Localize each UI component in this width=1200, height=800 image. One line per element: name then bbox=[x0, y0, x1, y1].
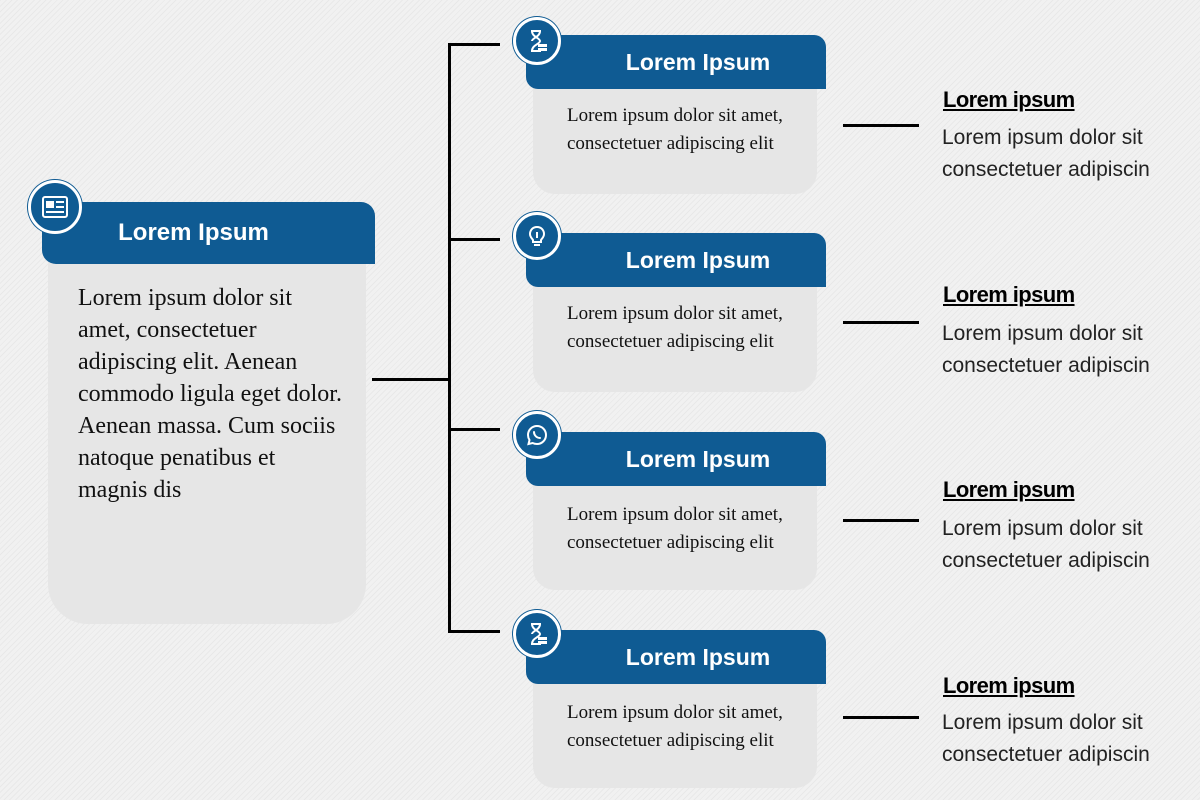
side-text-line: consectetuer adipiscin bbox=[942, 743, 1150, 766]
branch-card-title: Lorem Ipsum bbox=[625, 643, 771, 670]
branch-card-text: Lorem ipsum dolor sit amet, consectetuer… bbox=[567, 105, 783, 154]
branch-card-title: Lorem Ipsum bbox=[625, 48, 771, 75]
branch-card-header: Lorem Ipsum bbox=[526, 233, 826, 287]
side-text-line: consectetuer adipiscin bbox=[942, 354, 1150, 377]
side-text-line: Lorem ipsum dolor sit bbox=[942, 126, 1143, 149]
trunk-line bbox=[448, 43, 451, 633]
main-card bbox=[48, 232, 366, 624]
branch-card bbox=[533, 82, 817, 194]
branch-connector-3 bbox=[448, 428, 500, 431]
side-text-line: Lorem ipsum dolor sit bbox=[942, 517, 1143, 540]
side-connector-4 bbox=[843, 716, 919, 719]
branch-card-title: Lorem Ipsum bbox=[625, 445, 771, 472]
main-card-text: Lorem ipsum dolor sit amet, consectetuer… bbox=[78, 285, 342, 503]
lightbulb-icon bbox=[513, 212, 561, 260]
side-title-1: Lorem ipsum bbox=[943, 87, 1075, 112]
branch-card bbox=[533, 280, 817, 392]
side-text-4: Lorem ipsum dolor sit consectetuer adipi… bbox=[942, 707, 1200, 771]
side-text-1: Lorem ipsum dolor sit consectetuer adipi… bbox=[942, 122, 1200, 186]
branch-card-text: Lorem ipsum dolor sit amet, consectetuer… bbox=[567, 303, 783, 352]
side-text-line: consectetuer adipiscin bbox=[942, 549, 1150, 572]
side-connector-2 bbox=[843, 321, 919, 324]
branch-connector-4 bbox=[448, 630, 500, 633]
side-text-line: consectetuer adipiscin bbox=[942, 158, 1150, 181]
side-text-line: Lorem ipsum dolor sit bbox=[942, 322, 1143, 345]
side-text-2: Lorem ipsum dolor sit consectetuer adipi… bbox=[942, 318, 1200, 382]
side-text-3: Lorem ipsum dolor sit consectetuer adipi… bbox=[942, 513, 1200, 577]
main-card-header: Lorem Ipsum bbox=[42, 202, 375, 264]
hourglass-money-icon bbox=[513, 17, 561, 65]
branch-card-text: Lorem ipsum dolor sit amet, consectetuer… bbox=[567, 504, 783, 553]
branch-card-header: Lorem Ipsum bbox=[526, 35, 826, 89]
side-text-line: Lorem ipsum dolor sit bbox=[942, 711, 1143, 734]
branch-connector-2 bbox=[448, 238, 500, 241]
branch-card-title: Lorem Ipsum bbox=[625, 246, 771, 273]
branch-card-text: Lorem ipsum dolor sit amet, consectetuer… bbox=[567, 702, 783, 751]
branch-connector-1 bbox=[448, 43, 500, 46]
hourglass-money-icon bbox=[513, 610, 561, 658]
branch-card-header: Lorem Ipsum bbox=[526, 432, 826, 486]
branch-card bbox=[533, 676, 817, 788]
whatsapp-icon bbox=[513, 411, 561, 459]
main-connector bbox=[372, 378, 450, 381]
side-title-4: Lorem ipsum bbox=[943, 673, 1075, 698]
branch-card-header: Lorem Ipsum bbox=[526, 630, 826, 684]
main-card-title: Lorem Ipsum bbox=[118, 219, 269, 246]
branch-card bbox=[533, 478, 817, 590]
side-title-3: Lorem ipsum bbox=[943, 477, 1075, 502]
side-connector-3 bbox=[843, 519, 919, 522]
side-title-2: Lorem ipsum bbox=[943, 282, 1075, 307]
newspaper-icon bbox=[28, 180, 82, 234]
side-connector-1 bbox=[843, 124, 919, 127]
